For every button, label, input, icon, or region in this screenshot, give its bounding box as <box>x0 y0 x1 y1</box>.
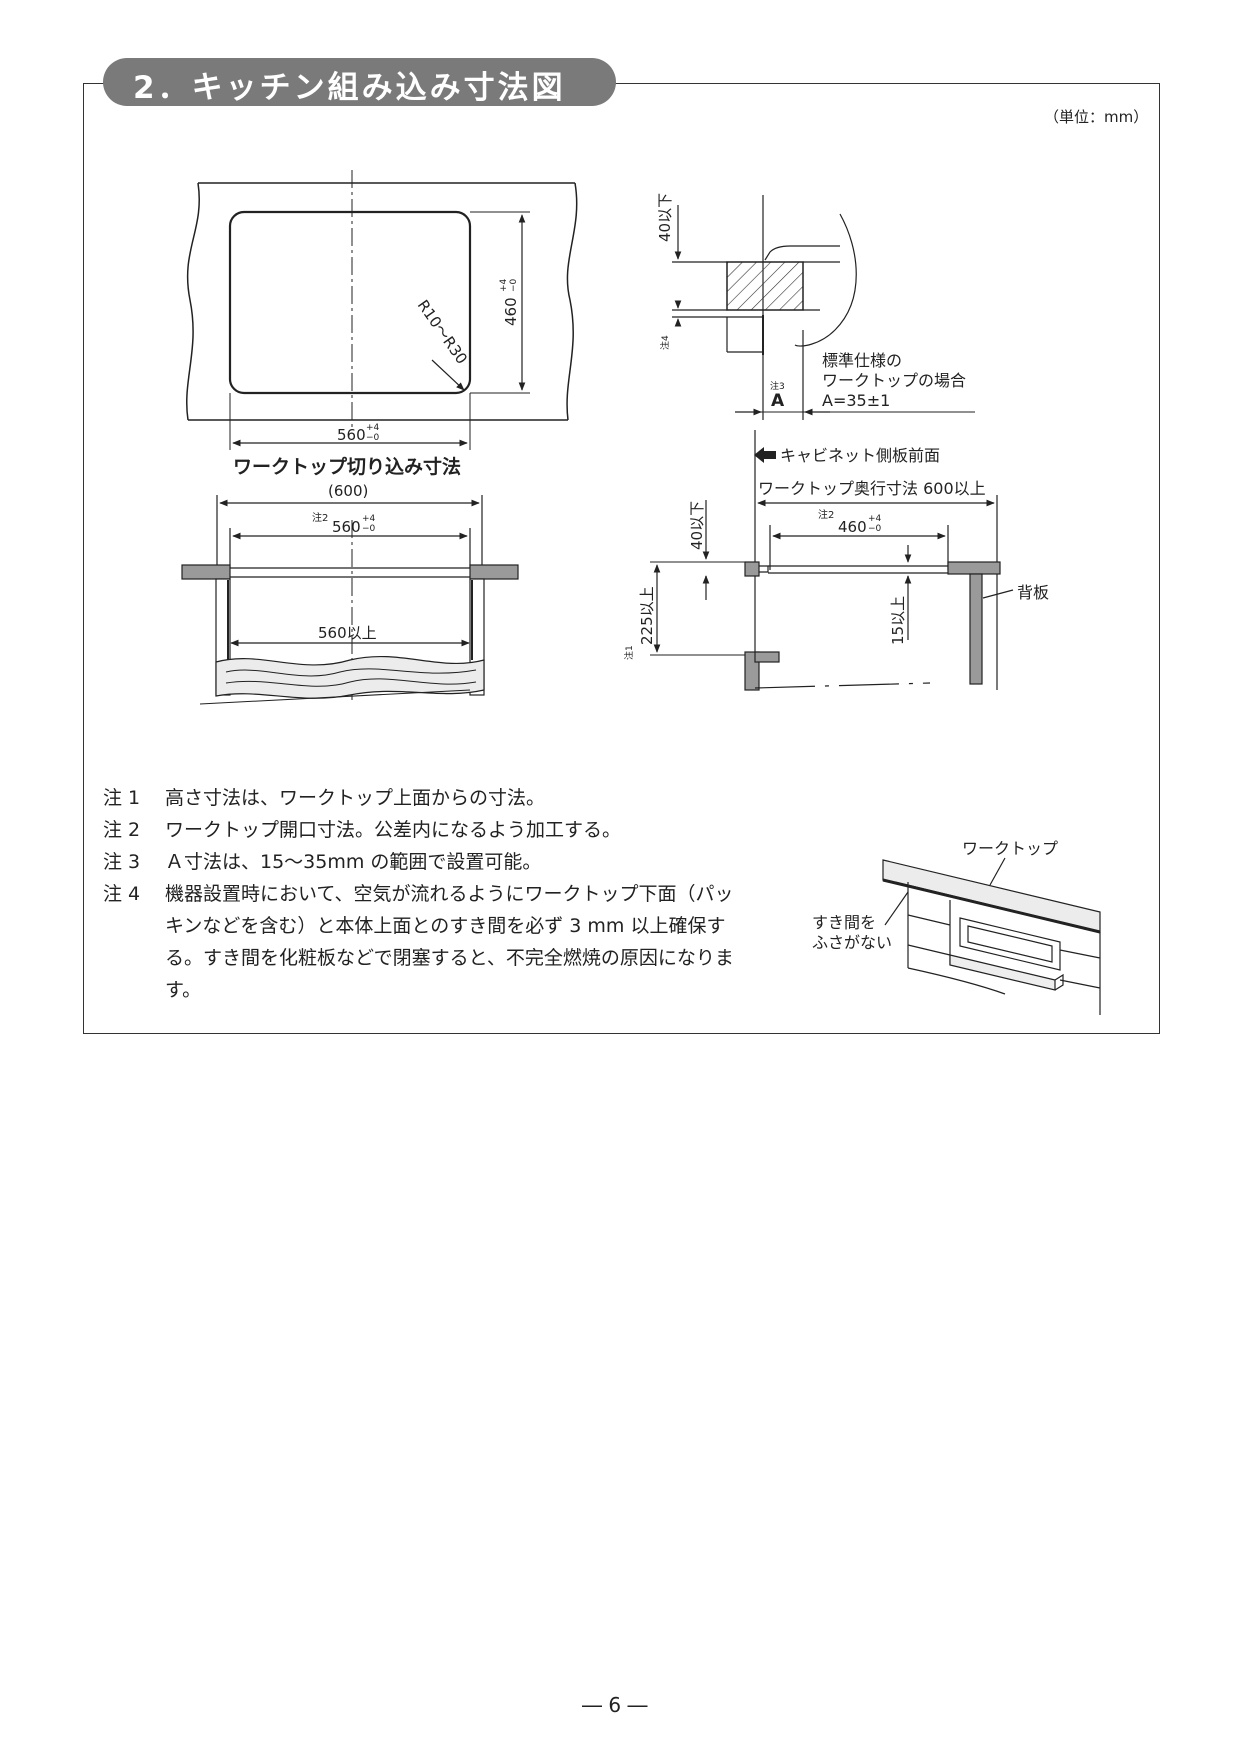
front-overall-dim: (600) <box>328 482 368 500</box>
front-opening-note-mark: 注2 <box>312 511 328 524</box>
perspective-gap-line2: ふさがない <box>812 933 892 952</box>
perspective-view <box>882 857 1101 1015</box>
std-spec-line2: ワークトップの場合 <box>822 371 966 390</box>
depth-opening-tol-minus: −0 <box>868 524 882 534</box>
section-title: 2．キッチン組み込み寸法図 <box>133 70 566 106</box>
cabinet-front-arrow-icon <box>754 447 776 463</box>
side-note3-mark: 注3 <box>770 380 785 392</box>
front-opening-tol-minus: −0 <box>362 524 376 534</box>
side-detail-view <box>672 195 975 420</box>
side-dim-top: 40以下 <box>656 193 674 242</box>
cutout-width-tol-plus: +4 <box>366 423 380 433</box>
depth-dim-label: ワークトップ奥行寸法 600以上 <box>758 479 986 498</box>
front-interior-dim: 560以上 <box>318 624 377 642</box>
page-number: ― 6 ― <box>582 1693 648 1717</box>
depth-opening-note-mark: 注2 <box>818 508 834 521</box>
note-text: 高さ寸法は、ワークトップ上面からの寸法。 <box>165 787 546 809</box>
backboard-label: 背板 <box>1017 583 1049 602</box>
depth-opening-tol-plus: +4 <box>868 514 882 524</box>
front-opening-dim: 560 <box>332 518 361 536</box>
note-item: 注 2 ワークトップ開口寸法。公差内になるよう加工する。 <box>103 814 735 846</box>
front-section-view <box>181 495 519 705</box>
depth-dim-top: 40以下 <box>688 501 706 550</box>
depth-gap-dim: 15以上 <box>889 596 907 645</box>
cutout-caption: ワークトップ切り込み寸法 <box>233 455 461 478</box>
cutout-width-tol-minus: −0 <box>366 433 380 443</box>
side-note4-mark: 注4 <box>659 335 671 350</box>
note-label: 注 3 <box>103 851 141 873</box>
perspective-worktop-label: ワークトップ <box>962 839 1058 858</box>
std-spec-line3: A=35±1 <box>822 391 890 410</box>
front-opening-tol-plus: +4 <box>362 514 376 524</box>
note-label: 注 4 <box>103 883 141 905</box>
cabinet-front-label: キャビネット側板前面 <box>780 446 940 465</box>
depth-height-dim: 225以上 <box>638 586 656 645</box>
depth-section-view <box>650 430 1014 691</box>
unit-note: （単位：mm） <box>1044 108 1149 126</box>
cutout-height-tol-plus: +4 <box>499 278 509 292</box>
note-item: 注 3 Ａ寸法は、15〜35mm の範囲で設置可能。 <box>103 846 735 878</box>
note-label: 注 2 <box>103 819 141 841</box>
note-text: 機器設置時において、空気が流れるようにワークトップ下面（パッキンなどを含む）と本… <box>165 883 734 1001</box>
section-frame <box>83 83 1160 1034</box>
cutout-width-dim: 560 <box>337 426 366 444</box>
depth-opening-dim: 460 <box>838 518 867 536</box>
note-label: 注 1 <box>103 787 141 809</box>
side-a-label: A <box>771 391 785 411</box>
notes-list: 注 1 高さ寸法は、ワークトップ上面からの寸法。 注 2 ワークトップ開口寸法。… <box>103 782 735 1006</box>
cutout-height-tol-minus: −0 <box>509 278 519 292</box>
note-text: ワークトップ開口寸法。公差内になるよう加工する。 <box>165 819 622 841</box>
cutout-radius-label: R10〜R30 <box>414 297 471 368</box>
note-item: 注 4 機器設置時において、空気が流れるようにワークトップ下面（パッキンなどを含… <box>103 878 735 1006</box>
std-spec-line1: 標準仕様の <box>822 351 902 370</box>
cutout-top-view <box>186 170 578 450</box>
note-item: 注 1 高さ寸法は、ワークトップ上面からの寸法。 <box>103 782 735 814</box>
perspective-gap-line1: すき間を <box>812 913 876 932</box>
depth-note1-mark: 注1 <box>623 645 635 660</box>
note-text: Ａ寸法は、15〜35mm の範囲で設置可能。 <box>165 851 542 873</box>
cutout-height-dim: 460 <box>502 297 520 326</box>
section-title-badge: 2．キッチン組み込み寸法図 <box>103 58 616 106</box>
